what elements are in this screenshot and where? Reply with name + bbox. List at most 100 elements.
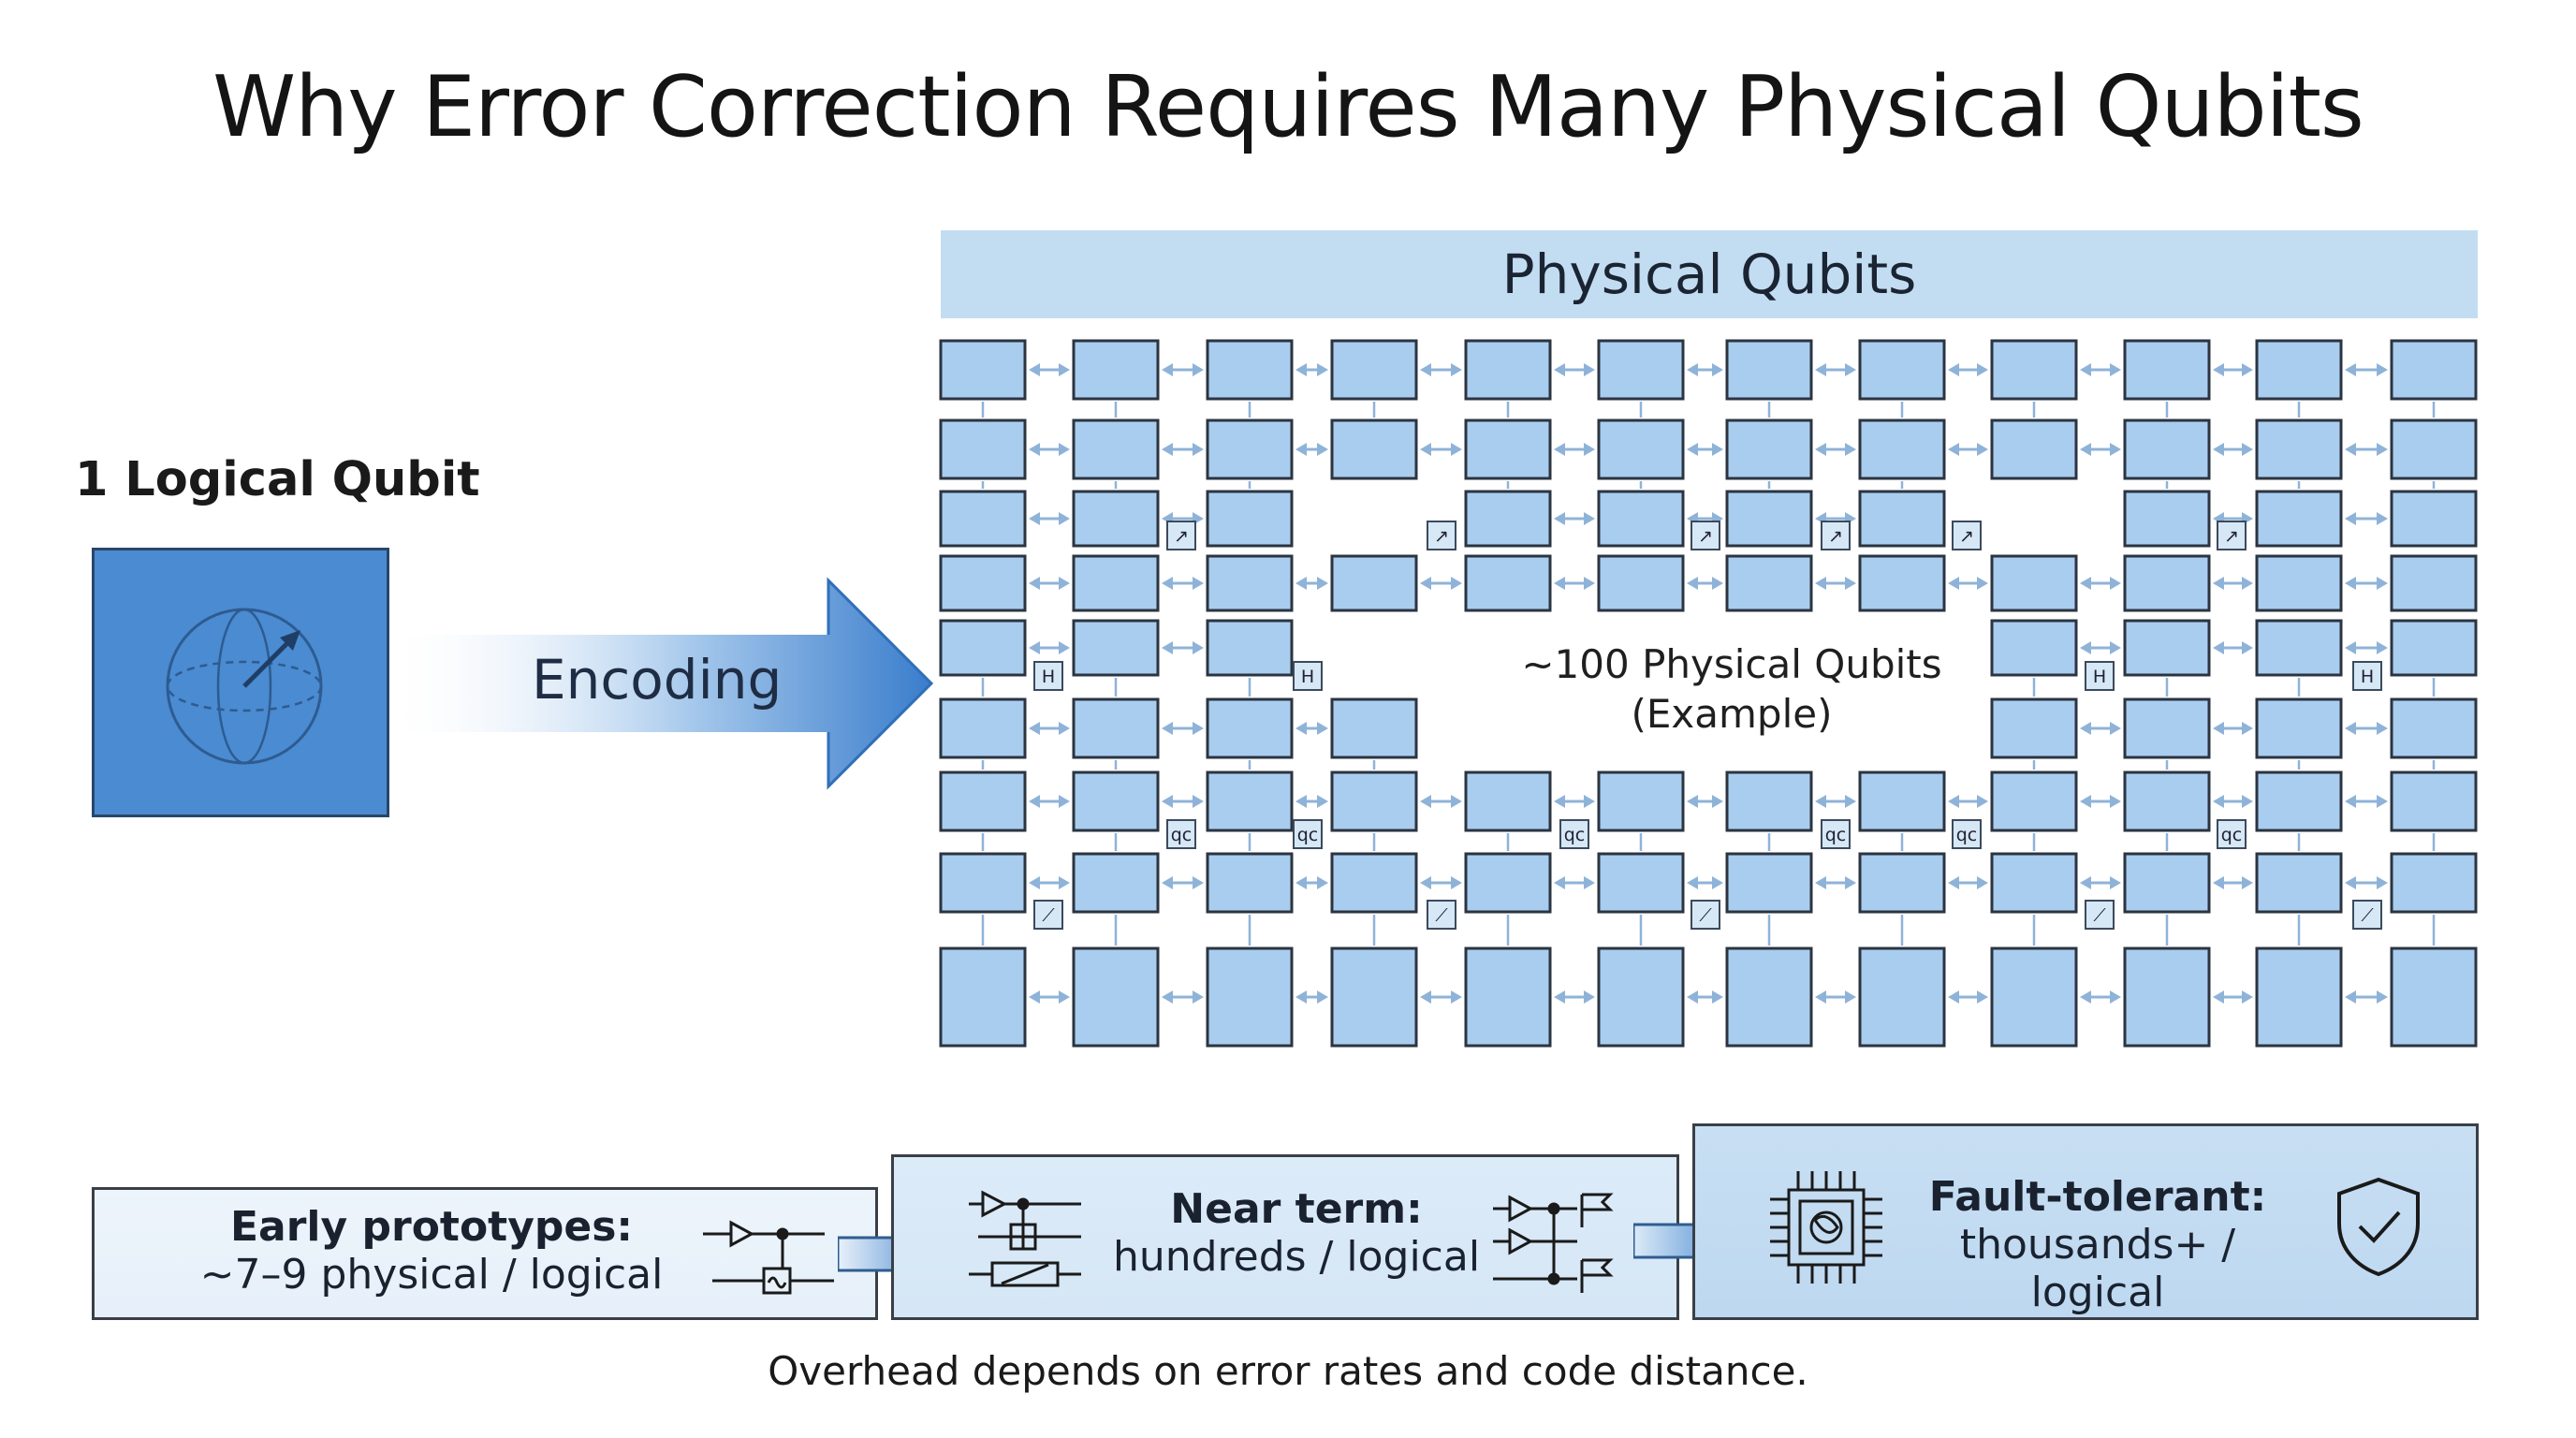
arrow-head	[2080, 443, 2091, 456]
arrow-head	[1712, 577, 1723, 590]
arrow-head	[1554, 363, 1565, 376]
physical-qubit	[1330, 770, 1418, 832]
physical-qubit	[1330, 554, 1418, 612]
arrow-head	[1317, 876, 1328, 889]
physical-qubit	[2390, 490, 2478, 548]
qubit-count-example: (Example)	[1631, 691, 1833, 737]
arrow-head	[1295, 795, 1307, 808]
arrow-head	[2345, 722, 2356, 735]
arrow-head	[1295, 722, 1307, 735]
gate-marker	[1293, 819, 1323, 849]
physical-qubit	[1464, 554, 1552, 612]
gate-marker	[1821, 819, 1851, 849]
gate-marker	[1427, 521, 1456, 550]
arrow-head	[1451, 795, 1462, 808]
arrow-head	[1059, 443, 1070, 456]
gate-marker-glyph: ↗	[1434, 526, 1449, 547]
arrow-head	[2213, 795, 2224, 808]
arrow-head	[1162, 990, 1173, 1004]
arrow-head	[1815, 577, 1826, 590]
physical-qubit	[1464, 946, 1552, 1048]
gate-marker	[1166, 521, 1196, 550]
arrow-head	[1162, 577, 1173, 590]
arrow-head	[2110, 876, 2121, 889]
arrow-head	[2377, 363, 2388, 376]
arrow-head	[2080, 990, 2091, 1004]
physical-qubit	[2255, 554, 2343, 612]
arrow-head	[1451, 876, 1462, 889]
gate-marker	[1821, 521, 1851, 550]
arrow-head	[1687, 363, 1698, 376]
physical-qubit	[1990, 770, 2078, 832]
arrow-head	[1948, 795, 1959, 808]
gate-marker	[2085, 900, 2115, 930]
arrow-head	[1687, 443, 1698, 456]
physical-qubit	[2123, 697, 2211, 759]
gate-marker-glyph: qc	[1956, 825, 1978, 845]
arrow-head	[1815, 443, 1826, 456]
physical-qubit	[2390, 946, 2478, 1048]
circuit-icon	[703, 1220, 834, 1295]
physical-qubit	[939, 554, 1027, 612]
physical-qubit	[2390, 697, 2478, 759]
arrow-head	[1948, 990, 1959, 1004]
encoding-label: Encoding	[532, 648, 783, 712]
physical-qubit	[1990, 852, 2078, 914]
arrow-head	[1554, 990, 1565, 1004]
arrow-head	[1554, 512, 1565, 525]
arrow-head	[1029, 512, 1040, 525]
arrow-head	[1162, 641, 1173, 654]
arrow-head	[2110, 795, 2121, 808]
logical-qubit-box	[92, 548, 389, 817]
arrow-head	[1029, 722, 1040, 735]
arrow-head	[2242, 577, 2253, 590]
arrow-head	[1420, 876, 1431, 889]
physical-qubit	[2123, 852, 2211, 914]
arrow-head	[2110, 363, 2121, 376]
arrow-head	[1317, 722, 1328, 735]
arrow-head	[1977, 443, 1988, 456]
arrow-head	[2213, 990, 2224, 1004]
physical-qubit	[2390, 852, 2478, 914]
physical-qubit	[2123, 339, 2211, 401]
physical-qubit	[1597, 946, 1685, 1048]
physical-qubit	[1990, 619, 2078, 677]
arrow-head	[1317, 363, 1328, 376]
arrow-head	[1420, 577, 1431, 590]
arrow-head	[1584, 577, 1595, 590]
arrow-head	[2242, 363, 2253, 376]
arrow-head	[1029, 443, 1040, 456]
gate-marker	[1166, 819, 1196, 849]
physical-qubit	[1990, 418, 2078, 480]
gate-marker-glyph: ↗	[1174, 526, 1189, 547]
physical-qubit	[2255, 946, 2343, 1048]
physical-qubit	[1072, 339, 1160, 401]
arrow-head	[1712, 443, 1723, 456]
physical-qubit	[1597, 490, 1685, 548]
arrow-head	[1845, 577, 1856, 590]
stage-fault-tolerant: Fault-tolerant: thousands+ / logical	[1692, 1123, 2479, 1320]
physical-qubit	[1597, 770, 1685, 832]
arrow-head	[2080, 722, 2091, 735]
physical-qubit	[939, 697, 1027, 759]
arrow-head	[1687, 876, 1698, 889]
physical-qubit	[1725, 770, 1813, 832]
arrow-head	[2377, 577, 2388, 590]
arrow-head	[1712, 795, 1723, 808]
physical-qubit	[1464, 490, 1552, 548]
arrow-head	[2345, 795, 2356, 808]
arrow-head	[1295, 443, 1307, 456]
arrow-head	[2345, 512, 2356, 525]
physical-qubit	[1072, 554, 1160, 612]
arrow-head	[1193, 722, 1204, 735]
logical-qubit-label: 1 Logical Qubit	[75, 452, 480, 507]
arrow-head	[1948, 443, 1959, 456]
arrow-head	[1584, 990, 1595, 1004]
gate-marker-glyph: ⟋	[2361, 905, 2374, 926]
physical-qubit	[939, 619, 1027, 677]
gate-marker-glyph: ⟋	[2093, 905, 2106, 926]
arrow-head	[1815, 795, 1826, 808]
arrow-head	[1420, 795, 1431, 808]
physical-qubit	[1206, 490, 1294, 548]
arrow-head	[2213, 363, 2224, 376]
